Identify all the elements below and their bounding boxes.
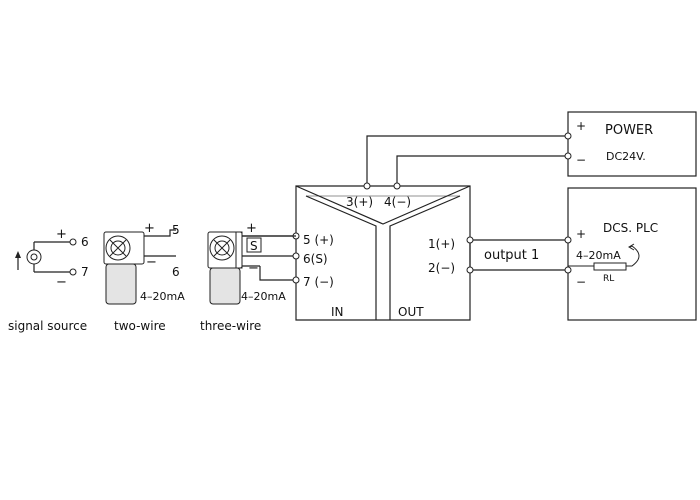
- terminal-7: [292, 276, 300, 284]
- dcs-plus-sign: +: [576, 227, 586, 241]
- power-minus-terminal: [564, 152, 572, 160]
- power-plus-terminal: [564, 132, 572, 140]
- two-wire-terminal-5: 5: [172, 223, 180, 237]
- pin2-label: 2(−): [428, 261, 455, 275]
- three-wire-plus-sign: +: [246, 221, 257, 236]
- signal-s-box: [246, 237, 262, 253]
- in-label: IN: [331, 305, 344, 319]
- pin4-label: 4(−): [384, 195, 411, 209]
- dcs-minus-terminal: [564, 266, 572, 274]
- load-resistor: [593, 262, 627, 271]
- power-wiring: [363, 132, 572, 190]
- output-label: output 1: [484, 248, 539, 263]
- pin5-label: 5 (+): [303, 233, 334, 247]
- three-wire-current-label: 4–20mA: [241, 290, 286, 303]
- out-label: OUT: [398, 305, 424, 319]
- current-loop-arrow-icon: [628, 243, 635, 251]
- pin1-label: 1(+): [428, 237, 455, 251]
- arrow-up-icon: [15, 251, 21, 258]
- terminal-4: [393, 182, 401, 190]
- terminal-2: [466, 266, 474, 274]
- two-wire-minus-sign: −: [146, 255, 157, 270]
- dcs-plc-box: DCS. PLC + − 4–20mA RL: [567, 187, 697, 321]
- dcs-plus-terminal: [564, 236, 572, 244]
- dcs-current-label: 4–20mA: [576, 249, 621, 262]
- terminal-6: [292, 252, 300, 260]
- source-minus-sign: −: [56, 275, 67, 290]
- current-source-icon: [26, 249, 42, 265]
- pin6-label: 6(S): [303, 252, 328, 266]
- dcs-minus-sign: −: [576, 275, 586, 289]
- signal-source: + − 6 7 signal source: [8, 227, 89, 333]
- power-title: POWER: [605, 123, 653, 138]
- source-terminal-7: 7: [81, 265, 89, 279]
- two-wire-current-label: 4–20mA: [140, 290, 185, 303]
- two-wire-transmitter: + − 5 6 4–20mA two-wire: [103, 221, 185, 333]
- power-minus-sign: −: [576, 153, 586, 167]
- power-supply-box: POWER DC24V. + −: [567, 111, 697, 177]
- output-wiring: output 1: [466, 236, 572, 274]
- isolator-module: 3(+) 4(−) 5 (+) 6(S) 7 (−) 1(+) 2(−) IN …: [295, 185, 471, 321]
- load-resistor-label: RL: [603, 274, 614, 284]
- input-wiring: [242, 232, 300, 284]
- three-wire-transmitter: + S − 4–20mA three-wire: [200, 221, 296, 333]
- two-wire-label: two-wire: [114, 319, 166, 333]
- two-wire-terminal-6: 6: [172, 265, 180, 279]
- power-plus-sign: +: [576, 119, 586, 133]
- source-plus-sign: +: [56, 227, 67, 242]
- pin3-label: 3(+): [346, 195, 373, 209]
- power-voltage: DC24V.: [606, 150, 646, 163]
- three-wire-s-label: S: [250, 239, 258, 253]
- three-wire-label: three-wire: [200, 319, 261, 333]
- source-terminal-6: 6: [81, 235, 89, 249]
- three-wire-minus-sign: −: [248, 261, 259, 276]
- pin7-label: 7 (−): [303, 275, 334, 289]
- signal-source-label: signal source: [8, 319, 87, 333]
- terminal-1: [466, 236, 474, 244]
- terminal-3: [363, 182, 371, 190]
- dcs-title: DCS. PLC: [603, 221, 658, 235]
- two-wire-plus-sign: +: [144, 221, 155, 236]
